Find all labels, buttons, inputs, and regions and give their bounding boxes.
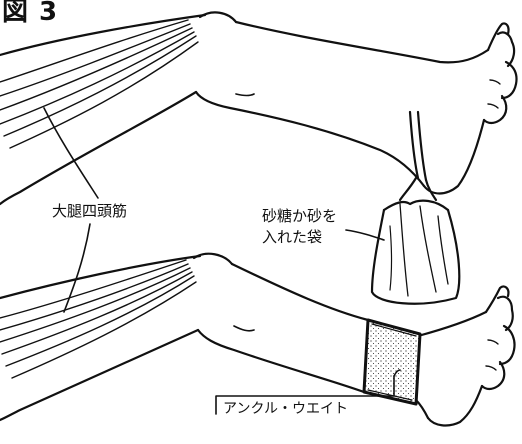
sand-bag [372, 201, 459, 304]
ankle-weight [364, 320, 420, 404]
leader-lines [44, 108, 400, 414]
figure-title: 図 3 [2, 0, 58, 28]
sand-bag-label-line1: 砂糖か砂を [262, 205, 337, 226]
sand-bag-label-line2: 入れた袋 [262, 226, 322, 247]
quadriceps-label: 大腿四頭筋 [52, 200, 127, 221]
bag-strap [400, 112, 436, 200]
ankle-weight-label: アンクル・ウエイト [223, 398, 348, 418]
upper-leg-drawing [0, 12, 517, 204]
